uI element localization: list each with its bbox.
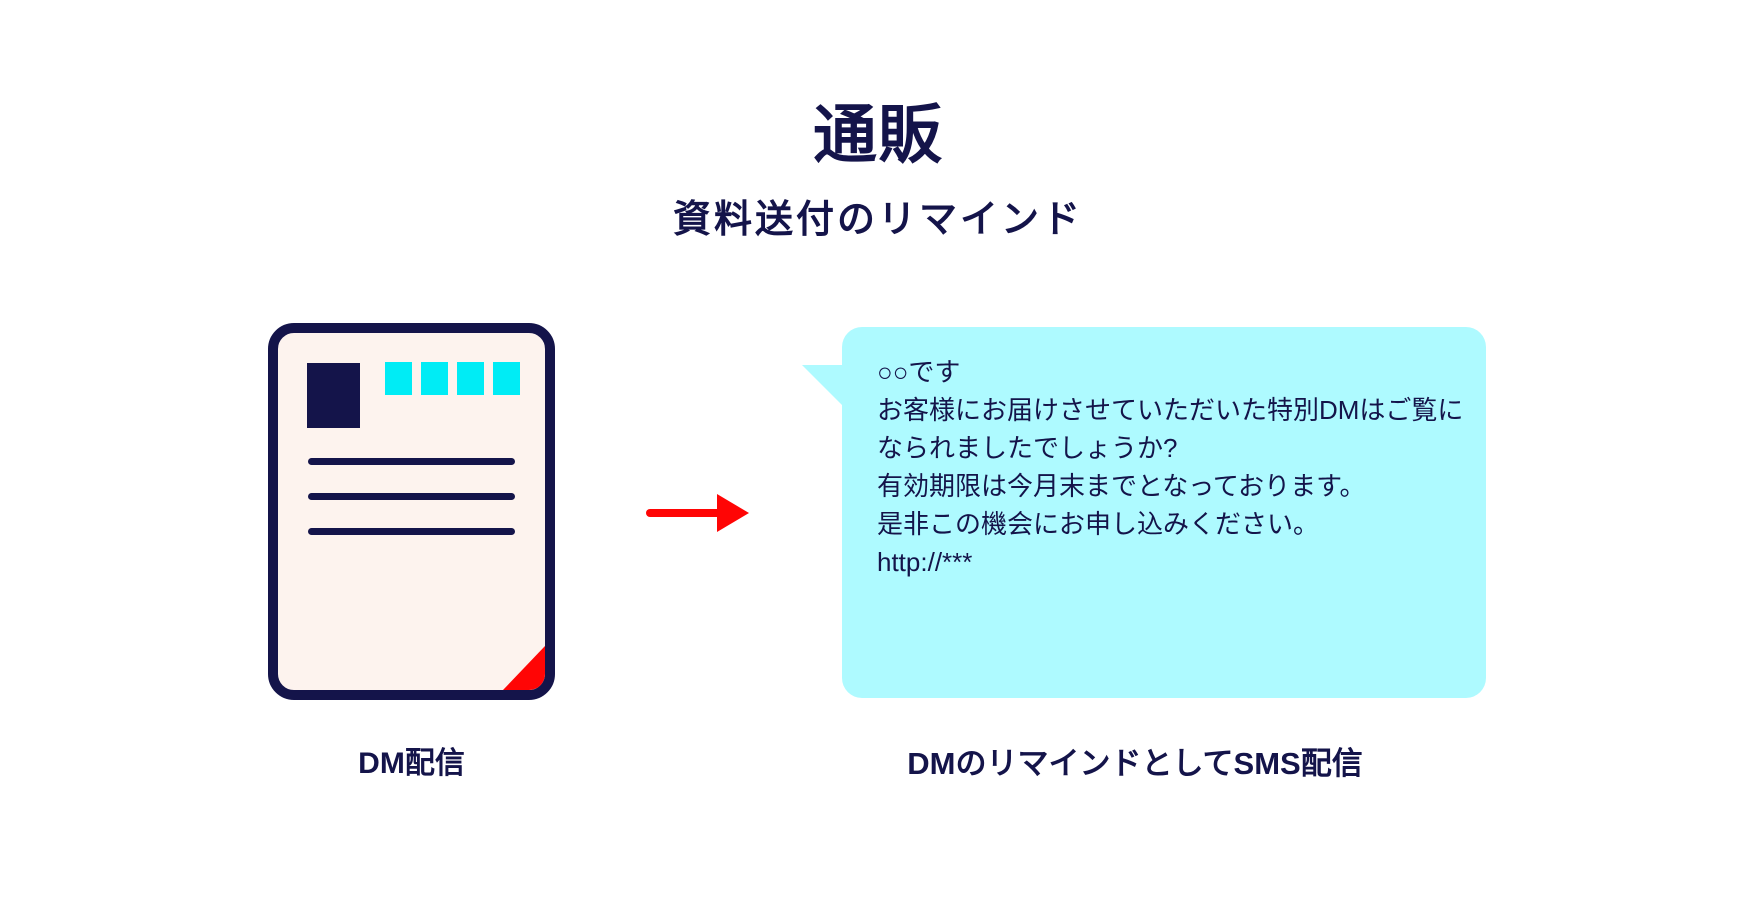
text-lines-group (308, 458, 515, 563)
cyan-square-icon (493, 362, 520, 395)
dm-caption: DM配信 (358, 747, 465, 780)
sms-caption: DMのリマインドとしてSMS配信 (907, 746, 1363, 781)
text-line (308, 458, 515, 465)
folded-corner-icon (503, 646, 545, 690)
cyan-square-icon (385, 362, 412, 395)
right-arrow-icon (645, 491, 753, 535)
cyan-square-icon (421, 362, 448, 395)
dm-document-icon (268, 323, 555, 700)
text-line (308, 528, 515, 535)
speech-bubble-tail-icon (802, 365, 842, 405)
page-title: 通販 (813, 99, 943, 171)
sms-message-text: ○○です お客様にお届けさせていただいた特別DMはご覧に なられましたでしょうか… (877, 357, 1464, 577)
text-line (308, 493, 515, 500)
photo-placeholder-block (307, 363, 360, 428)
sms-speech-bubble: ○○です お客様にお届けさせていただいた特別DMはご覧に なられましたでしょうか… (802, 327, 1486, 698)
page-subtitle: 資料送付のリマインド (672, 199, 1083, 241)
stamp-row (385, 362, 520, 395)
cyan-square-icon (457, 362, 484, 395)
